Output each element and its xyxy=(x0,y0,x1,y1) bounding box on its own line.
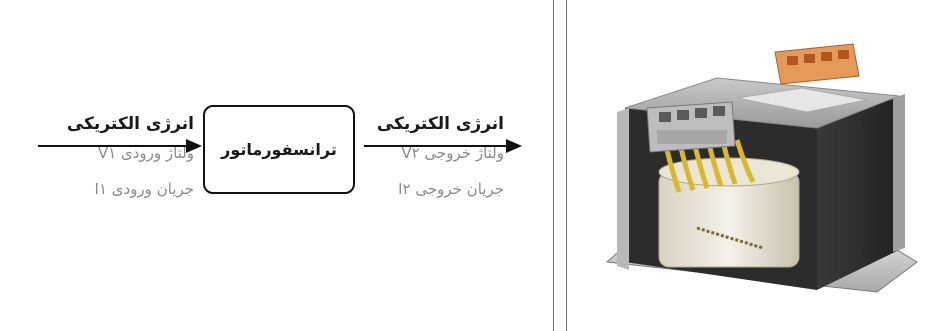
input-current-label: جریان ورودی I۱ xyxy=(94,180,194,198)
transformer-label: ترانسفورماتور xyxy=(221,140,337,159)
diagram-panel: انرژی الکتریکی ولتاژ ورودی V۱ جریان ورود… xyxy=(38,0,554,331)
transformer-core-side xyxy=(817,96,899,290)
transformer-photo-panel xyxy=(566,0,950,331)
output-energy-title: انرژی الکتریکی xyxy=(376,114,504,134)
terminal-block-orange xyxy=(774,43,860,85)
terminal-block-grey xyxy=(646,101,736,153)
right-bracket xyxy=(893,94,905,252)
input-energy-group: انرژی الکتریکی ولتاژ ورودی V۱ جریان ورود… xyxy=(38,114,194,198)
output-current-label: جریان خروجی I۲ xyxy=(398,180,504,198)
output-voltage-label: ولتاژ خروجی V۲ xyxy=(401,144,504,162)
coil-print xyxy=(696,226,764,250)
input-energy-title: انرژی الکتریکی xyxy=(66,114,194,134)
flow-arrows xyxy=(38,139,522,153)
nameplate xyxy=(736,87,868,113)
input-arrow xyxy=(38,139,202,153)
transformer-photo xyxy=(605,43,918,293)
input-voltage-label: ولتاژ ورودی V۱ xyxy=(97,144,194,162)
transformer-box: ترانسفورماتور xyxy=(203,105,355,194)
output-energy-group: انرژی الکتریکی ولتاژ خروجی V۲ جریان خروج… xyxy=(364,114,504,198)
output-arrow xyxy=(364,139,522,153)
left-bracket xyxy=(617,108,629,270)
